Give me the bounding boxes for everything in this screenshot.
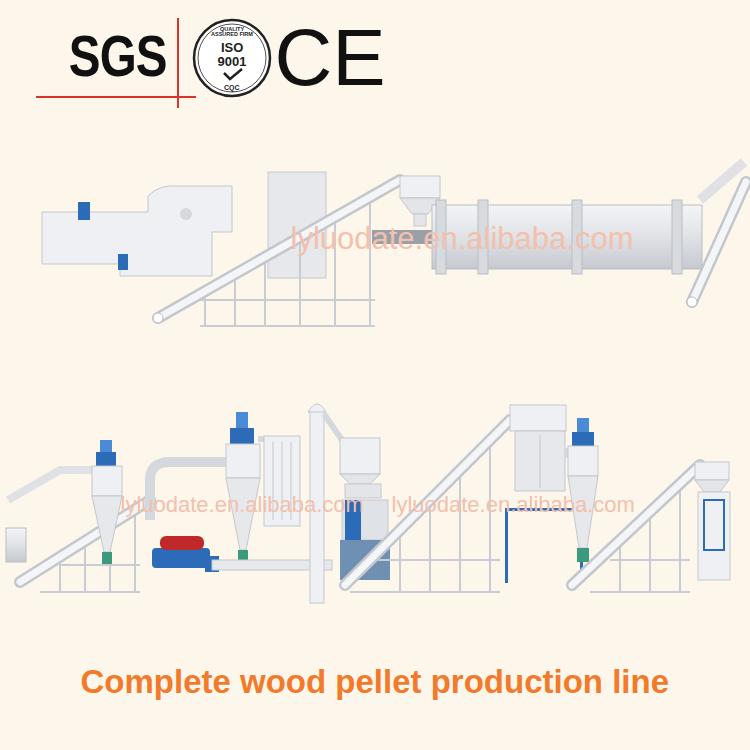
- belt-conveyor: [572, 465, 700, 585]
- watermark: lyluodate.en.alibaba.com: [121, 494, 364, 516]
- cyclone: [568, 418, 598, 562]
- hammer-mill: [152, 536, 332, 572]
- seal-text: ISO: [221, 41, 243, 54]
- iso-seal: [194, 20, 270, 96]
- certification-logo: CE: [275, 18, 386, 98]
- packing-machine: [695, 462, 730, 580]
- cyclone: [226, 412, 260, 560]
- conveyor-scaffold: [350, 440, 500, 592]
- sgs-underline: [36, 18, 196, 108]
- watermark: lyluodate.en.alibaba.com: [291, 223, 634, 254]
- caption: Complete wood pellet production line: [81, 665, 670, 698]
- crusher-machine: [42, 186, 232, 276]
- seal-text: CQC: [224, 84, 240, 91]
- seal-text: QUALITY ASSURED FIRM: [209, 27, 255, 38]
- cyclone: [92, 440, 122, 564]
- watermark: lyluodate.en.alibaba.com: [392, 494, 635, 516]
- seal-text: 9001: [218, 55, 247, 68]
- certification-logo: SGS: [69, 27, 167, 85]
- belt-conveyor: [687, 162, 746, 307]
